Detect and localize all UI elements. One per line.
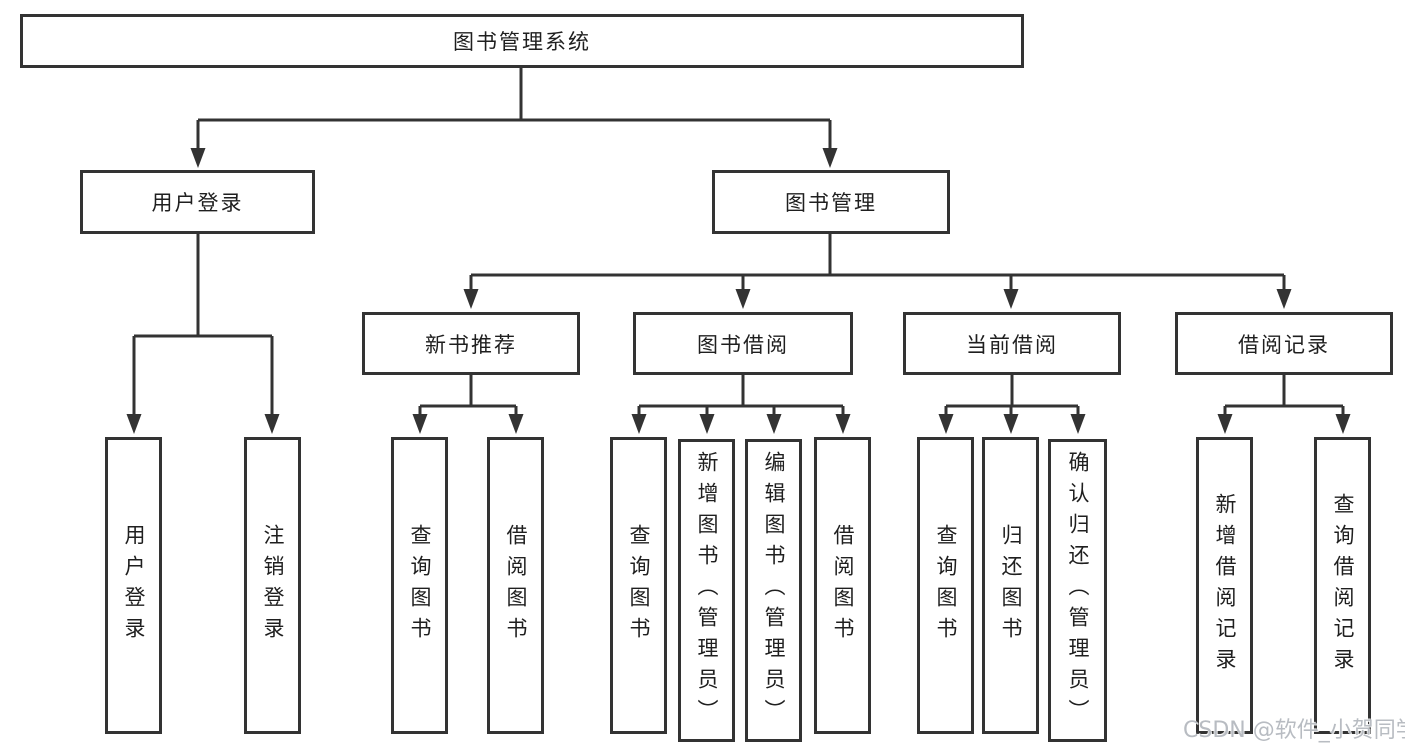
leaf-return-book: 归还图书 <box>982 437 1039 734</box>
node-root-label: 图书管理系统 <box>453 30 591 54</box>
connector-root <box>196 68 832 150</box>
node-book-borrow-label: 图书借阅 <box>697 332 789 357</box>
leaf-query-books-borrow: 查询图书 <box>610 437 667 734</box>
arrow-down-icon <box>1276 289 1292 309</box>
arrow-down-icon <box>126 414 142 434</box>
leaf-confirm-return-admin: 确认归还（管理员） <box>1048 439 1107 742</box>
arrow-down-icon <box>631 414 647 434</box>
node-user-login: 用户登录 <box>80 170 315 234</box>
connector-user-login <box>132 234 274 416</box>
leaf-edit-book-admin: 编辑图书（管理员） <box>745 439 802 742</box>
leaf-user-login: 用户登录 <box>105 437 162 734</box>
arrow-down-icon <box>412 414 428 434</box>
leaf-borrow-books: 借阅图书 <box>814 437 871 734</box>
node-new-book-recommend-label: 新书推荐 <box>425 332 517 357</box>
arrow-down-icon <box>822 148 838 168</box>
connector-book-management <box>469 234 1286 291</box>
leaf-borrow-books-recommend: 借阅图书 <box>487 437 544 734</box>
node-current-borrow-label: 当前借阅 <box>966 332 1058 357</box>
arrow-down-icon <box>1335 414 1351 434</box>
node-borrow-records: 借阅记录 <box>1175 312 1393 375</box>
arrow-down-icon <box>1003 414 1019 434</box>
arrow-down-icon <box>463 289 479 309</box>
arrow-down-icon <box>264 414 280 434</box>
arrow-down-icon <box>938 414 954 434</box>
node-current-borrow: 当前借阅 <box>903 312 1121 375</box>
leaf-add-book-admin: 新增图书（管理员） <box>678 439 735 742</box>
connector-book-borrow <box>637 375 845 416</box>
arrow-down-icon <box>766 414 782 434</box>
leaf-query-borrow-record: 查询借阅记录 <box>1314 437 1371 734</box>
connector-current-borrow <box>944 375 1080 416</box>
arrow-down-icon <box>735 289 751 309</box>
arrow-down-icon <box>508 414 524 434</box>
leaf-query-books-current: 查询图书 <box>917 437 974 734</box>
arrow-down-icon <box>835 414 851 434</box>
node-new-book-recommend: 新书推荐 <box>362 312 580 375</box>
arrow-down-icon <box>699 414 715 434</box>
watermark: CSDN @软件_小贺同学 <box>1183 718 1405 743</box>
arrow-down-icon <box>1070 414 1086 434</box>
arrow-down-icon <box>1217 414 1233 434</box>
arrow-down-icon <box>1003 289 1019 309</box>
leaf-logout: 注销登录 <box>244 437 301 734</box>
node-book-borrow: 图书借阅 <box>633 312 853 375</box>
connector-borrow-records <box>1223 375 1345 416</box>
node-borrow-records-label: 借阅记录 <box>1238 332 1330 357</box>
node-book-management-label: 图书管理 <box>785 191 877 215</box>
node-book-management: 图书管理 <box>712 170 950 234</box>
connector-new-book-recommend <box>418 375 518 416</box>
leaf-query-books-recommend: 查询图书 <box>391 437 448 734</box>
leaf-add-borrow-record: 新增借阅记录 <box>1196 437 1253 734</box>
node-user-login-label: 用户登录 <box>151 191 244 215</box>
node-root: 图书管理系统 <box>20 14 1024 68</box>
arrow-down-icon <box>190 148 206 168</box>
arrowheads <box>126 148 1351 434</box>
